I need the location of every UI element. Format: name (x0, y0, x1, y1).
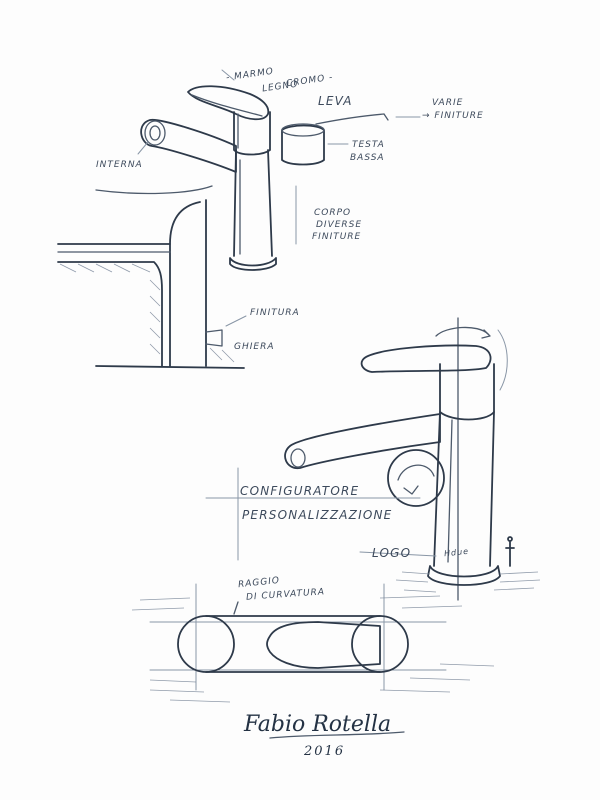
label-interna: INTERNA (96, 160, 143, 170)
designer-signature: Fabio Rotella (244, 712, 392, 737)
label-personalizzazione: PERSONALIZZAZIONE (242, 508, 393, 522)
label-corpo: CORPO (314, 208, 352, 218)
label-testa: TESTA (352, 140, 385, 150)
label-ghiera: GHIERA (234, 342, 275, 352)
label-leva: LEVA (318, 94, 353, 108)
top-faucet (140, 85, 277, 271)
top-view (131, 583, 495, 703)
low-head (281, 113, 389, 166)
large-faucet (205, 317, 541, 601)
section-view (57, 185, 247, 369)
label-finiture-top: → FINITURE (422, 111, 484, 121)
label-configuratore: CONFIGURATORE (240, 484, 360, 498)
label-finiture: FINITURE (312, 232, 362, 242)
label-varie: VARIE (432, 98, 464, 108)
label-diverse: DIVERSE (316, 220, 363, 230)
label-bassa: BASSA (350, 153, 385, 163)
label-logo: LOGO (372, 546, 412, 560)
signature-year: 2016 (304, 744, 346, 759)
label-finitura: FINITURA (250, 308, 300, 318)
